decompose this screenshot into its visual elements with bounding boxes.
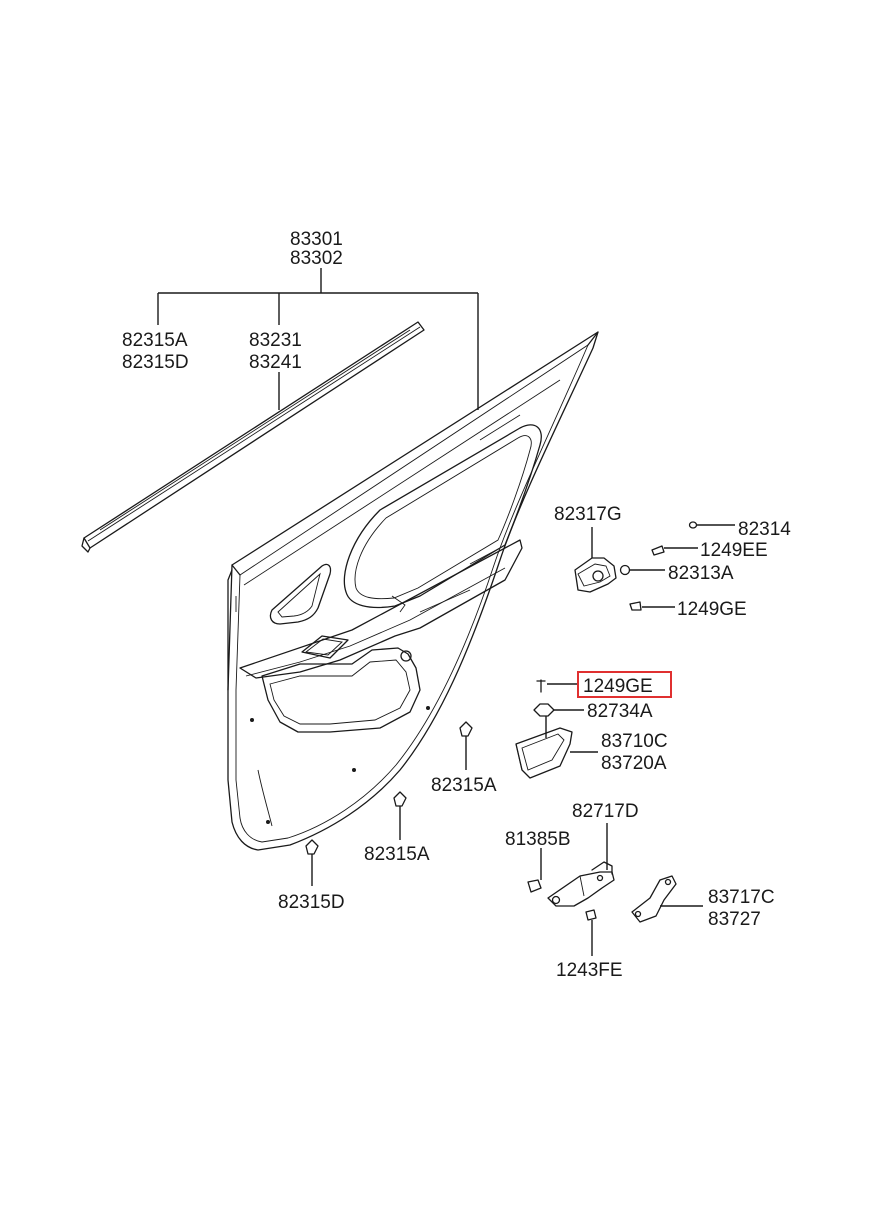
clip-82315D-low (305, 839, 319, 886)
door-trim-panel (227, 331, 599, 851)
highlight-box (577, 671, 672, 698)
label-82315D-low: 82315D (278, 892, 345, 913)
label-83710C: 83710C (601, 731, 668, 752)
label-82315A-mid: 82315A (431, 775, 497, 796)
label-1243FE: 1243FE (556, 960, 623, 981)
part-labels: 83301 83302 82315A 82315D 83231 83241 82… (122, 229, 791, 981)
label-82717D: 82717D (572, 801, 639, 822)
label-82317G: 82317G (554, 504, 622, 525)
label-1249GE-upper: 1249GE (677, 599, 747, 620)
belt-weatherstrip (81, 321, 425, 553)
lower-bracket-group (527, 823, 615, 956)
inside-handle-group (515, 679, 598, 779)
label-82315D-top: 82315D (122, 352, 189, 373)
label-82314: 82314 (738, 519, 791, 540)
label-82315A-low: 82315A (364, 844, 430, 865)
label-83241: 83241 (249, 352, 302, 373)
clip-82315A-mid (459, 721, 473, 770)
label-81385B: 81385B (505, 829, 571, 850)
clip-82315A-low (393, 791, 407, 840)
label-82315A-top: 82315A (122, 330, 188, 351)
bracket-82317G (574, 521, 735, 611)
label-1249EE: 1249EE (700, 540, 768, 561)
leader-group-83301 (157, 268, 479, 410)
label-1249GE-highlighted[interactable]: 1249GE (583, 676, 653, 697)
label-83720A: 83720A (601, 753, 667, 774)
label-82734A: 82734A (587, 701, 653, 722)
label-83301: 83301 (290, 229, 343, 250)
label-83717C: 83717C (708, 887, 775, 908)
label-83231: 83231 (249, 330, 302, 351)
label-82313A: 82313A (668, 563, 734, 584)
label-83727: 83727 (708, 909, 761, 930)
bracket-83717C (631, 875, 703, 923)
label-83302: 83302 (290, 248, 343, 269)
